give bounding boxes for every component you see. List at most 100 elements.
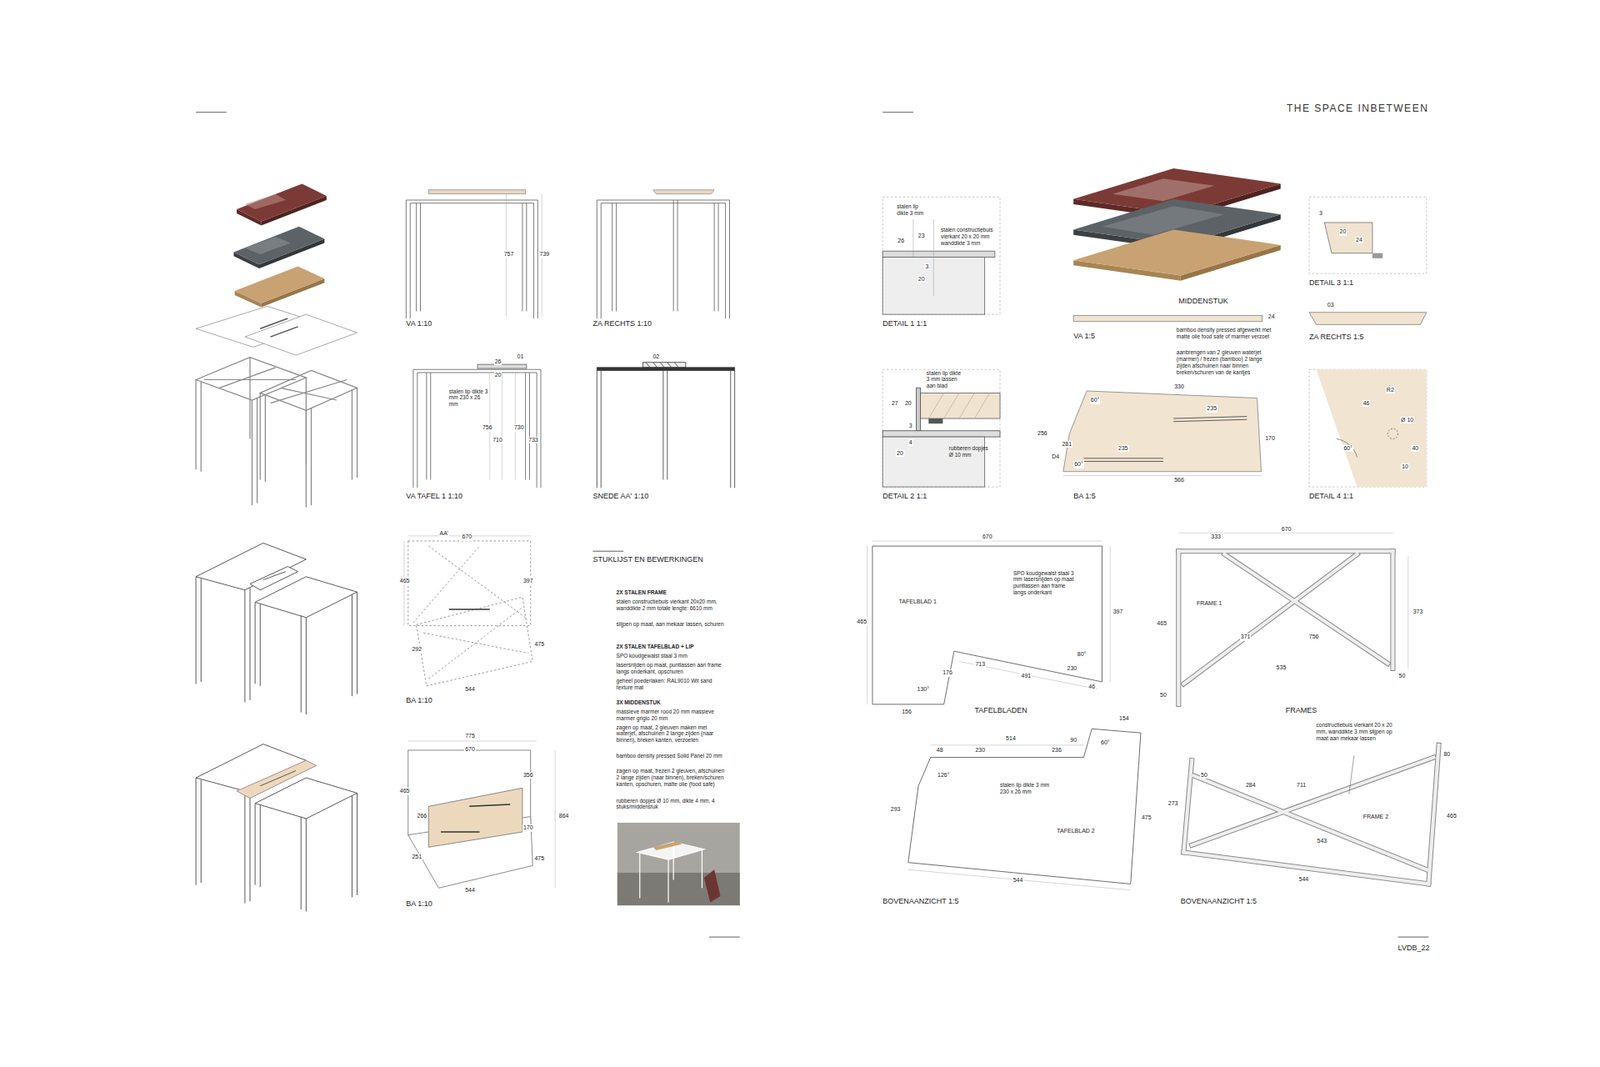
parts-heading: 3X MIDDENSTUK (616, 699, 661, 706)
dimension-label: 273 (1167, 800, 1180, 807)
dimension-label: 235 (1117, 445, 1130, 452)
dimension-label: 733 (527, 436, 540, 444)
page-title: THE SPACE INBETWEEN (1286, 102, 1429, 115)
dimension-label: 60° (1090, 396, 1101, 404)
dimension-label: D4 (1050, 453, 1060, 460)
note-text: stalen lip dikte 3 mm 230 x 26 mm (1000, 781, 1051, 795)
dimension-label: 02 (651, 353, 660, 360)
dimension-label: 48 (935, 746, 945, 754)
dimension-label: 50 (1398, 672, 1407, 680)
view-caption: MIDDENSTUK (1178, 296, 1229, 306)
dimension-label: FRAME 2 (1362, 813, 1390, 820)
parts-heading: 2X STALEN TAFELBLAD + LIP (616, 643, 695, 650)
dimension-label: 544 (464, 886, 476, 894)
dimension-label: 465 (1445, 812, 1458, 820)
dimension-label: 10 (1400, 463, 1410, 470)
dimension-label: 176 (941, 669, 954, 676)
dimension-label: 90 (1069, 736, 1078, 744)
dimension-label: 775 (464, 732, 476, 740)
dimension-label: 356 (522, 771, 535, 779)
view-caption: STUKLIJST EN BEWERKINGEN (592, 555, 703, 565)
dimension-label: 20 (1339, 228, 1348, 235)
note-text: stalen constructiebuis vierkant 20x20 mm… (616, 598, 730, 612)
view-caption: BOVENAANZICHT 1:5 (1180, 896, 1257, 906)
note-text: geheel poederlaken: RAL9010 Wit sand tex… (616, 677, 730, 691)
view-caption: DETAIL 1 1:1 (882, 319, 927, 329)
note-text: bamboo density pressed Solid Panel 20 mm (616, 752, 730, 760)
dimension-label: 544 (1012, 876, 1025, 884)
view-caption: DETAIL 3 1:1 (1309, 278, 1354, 288)
dimension-label: 156 (900, 708, 913, 715)
dimension-label: 26 (494, 358, 503, 365)
dimension-label: 544 (464, 685, 476, 693)
dimension-label: 23 (917, 232, 926, 240)
dimension-label: 711 (1295, 781, 1307, 789)
dimension-label: 670 (464, 745, 476, 753)
dimension-label: 50 (1200, 771, 1209, 779)
dimension-label: 170 (1264, 435, 1276, 442)
dimension-label: 566 (1173, 476, 1185, 484)
dimension-label: 126° (936, 771, 950, 779)
dimension-label: 3 (908, 422, 914, 430)
dimension-label: FRAME 1 (1195, 600, 1223, 607)
dimension-label: TAFELBLAD 1 (898, 598, 938, 605)
note-text: stalen lip dikte 3 mm (896, 203, 924, 217)
dimension-label: 4 (908, 439, 914, 446)
view-caption: DETAIL 2 1:1 (882, 491, 927, 501)
view-caption: TAFELBLADEN (974, 705, 1027, 715)
dimension-label: 293 (890, 805, 902, 813)
dimension-label: 235 (1205, 405, 1218, 412)
dimension-label: 46 (1087, 683, 1096, 690)
view-caption: ZA RECHTS 1:10 (592, 319, 652, 329)
dimension-label: 535 (1275, 664, 1288, 671)
dimension-label: 24 (1355, 236, 1364, 244)
dimension-label: 26 (896, 237, 905, 245)
note-text: rubberen dopjes Ø 10 mm, dikte 4 mm, 4 s… (616, 797, 730, 811)
note-text: stalen constructiebuis vierkant 20 x 20 … (940, 226, 999, 246)
dimension-label: 465 (855, 618, 868, 625)
dimension-label: 20 (904, 400, 913, 407)
dimension-label: 371 (1240, 633, 1252, 640)
view-caption: ZA RECHTS 1:5 (1309, 332, 1365, 342)
dimension-label: 475 (533, 855, 545, 862)
view-caption: BOVENAANZICHT 1:5 (882, 896, 959, 906)
dimension-label: 24 (1267, 313, 1276, 320)
dimension-label: 757 (503, 250, 515, 258)
view-caption: BA 1:10 (405, 899, 433, 909)
dimension-label: 130° (916, 685, 930, 693)
dimension-label: 01 (516, 353, 525, 360)
dimension-label: 3 (924, 263, 930, 270)
dimension-label: 465 (1155, 620, 1168, 627)
note-text: massieve marmer rood 20 mm massieve marm… (616, 708, 730, 722)
dimension-label: 80° (1076, 650, 1088, 658)
dimension-label: 230 (974, 746, 986, 754)
dimension-label: 284 (1245, 781, 1257, 789)
dimension-label: 739 (539, 250, 551, 258)
note-text: SPO koudgewalst staal 3 mm lasersnijden … (1013, 570, 1077, 596)
dimension-label: 544 (1298, 875, 1310, 883)
note-text: zagen op maat, frezen 2 gleuven, afschui… (616, 767, 730, 787)
view-caption: FRAMES (1285, 705, 1318, 715)
dimension-label: 266 (416, 812, 429, 820)
dimension-label: 50 (1159, 691, 1168, 699)
dimension-label: 543 (1316, 837, 1329, 845)
dimension-label: Ø 10 (1400, 416, 1415, 424)
dimension-label: 40 (1410, 445, 1420, 452)
dimension-label: 292 (410, 645, 423, 653)
dimension-label: 80 (1442, 750, 1451, 758)
note-text: lasersnijden op maat, puntlassen aan fra… (616, 661, 730, 675)
dimension-label: TAFELBLAD 2 (1055, 827, 1095, 835)
dimension-label: 475 (1140, 814, 1153, 821)
dimension-label: 397 (1112, 608, 1125, 615)
note-text: constructiebuis vierkant 20 x 20 mm, wan… (1316, 721, 1399, 741)
dimension-label: 670 (460, 533, 473, 540)
dimension-label: 514 (1005, 735, 1017, 742)
dimension-label: 60° (1342, 445, 1354, 452)
note-text: slijpen op maat, aan mekaar lassen, schu… (616, 620, 730, 628)
dimension-label: 03 (1326, 301, 1335, 309)
parts-heading: 2X STALEN FRAME (616, 589, 667, 596)
view-caption: VA 1:5 (1073, 331, 1095, 341)
dimension-label: 491 (1020, 672, 1032, 680)
dimension-label: 465 (399, 787, 411, 795)
